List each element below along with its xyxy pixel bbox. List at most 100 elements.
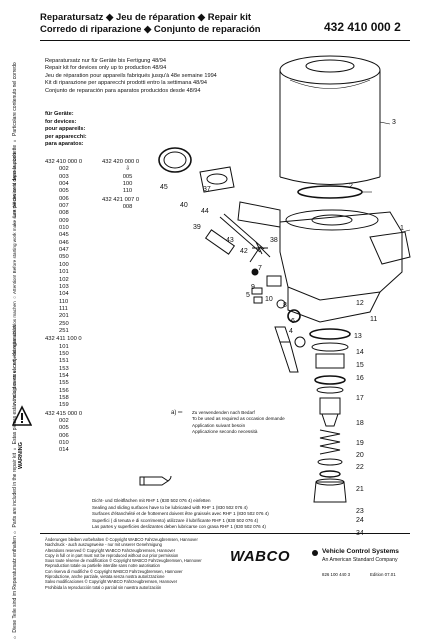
note-block: Reparatursatz nur für Geräte bis Fertigu… [45,58,217,95]
lubrication-line: Superfici ( di tenuta e di scorrimento) … [92,517,259,523]
device-number: 201 [59,313,69,320]
callout-16: 16 [356,375,364,382]
device-number: 111 [59,305,68,312]
device-number: 004 [59,181,69,188]
callout-10: 10 [265,296,273,303]
callout-40: 40 [180,202,188,209]
device-number: 102 [59,276,69,283]
devices-label-fr: pour appareils: [45,126,86,132]
copyright-line: Copy in full or in part must not be repr… [45,552,179,558]
callout-23: 23 [356,508,364,515]
callout-7: 7 [258,265,262,272]
device-number: 050 [59,254,69,261]
note-line: Jeu de réparation pour appareils fabriqu… [45,72,217,79]
device-number: 005 [59,425,69,432]
title-line-1: Reparatursatz ◆ Jeu de réparation ◆ Repa… [40,12,252,23]
callout-21: 21 [356,486,364,493]
device-number: 010 [59,440,69,447]
device-number: 005 [122,173,133,180]
callout-20: 20 [356,452,364,459]
edition: Edition 07.01 [370,572,396,577]
device-number: 014 [59,447,69,454]
device-number: 103 [59,283,69,290]
device-number: 047 [59,247,69,254]
device-number: 101 [59,269,69,276]
legend-line: Zu verwendenden nach Bedarf [192,410,255,415]
callout-2: 2 [349,183,353,190]
devices-label-es: para aparatos: [45,141,84,147]
callout-8: 8 [283,302,287,309]
device-number: 432 410 000 0 [45,159,83,165]
device-number: 110 [59,298,69,305]
logo-dot-icon [312,550,318,556]
callout-9: 9 [251,284,255,291]
legend-line: To be used as required as occasion deman… [192,416,285,422]
device-number: ⇩ [125,166,130,173]
copyright-line: Änderungen bleiben vorbehalten © Copyrig… [45,537,198,542]
devices-label-de: für Geräte: [45,111,74,117]
warning-icon [12,405,32,426]
note-line: Kit di riparazione per apparecchi prodot… [45,80,208,87]
callout-11: 11 [370,316,378,323]
callout-42: 42 [240,248,248,255]
device-number: 251 [59,327,69,334]
header-rule [40,40,410,41]
device-number: 046 [59,239,69,246]
company-subtitle: An American Standard Company [322,557,398,563]
callout-19: 19 [356,440,364,447]
callout-24: 24 [356,517,364,524]
callout-39: 39 [193,224,201,231]
copyright-line: Riproduzione, anche parziale, vietata se… [45,574,165,580]
lubrication-line: Sealing and sliding surfaces have to be … [92,504,248,510]
lubrication-line: Surfaces d'étanchéité et de frottement d… [92,511,269,516]
device-number: 150 [59,350,69,357]
callout-17: 17 [356,395,364,402]
callout-18: 18 [356,420,364,427]
legend-block: Zu verwendenden nach Bedarf To be used a… [192,410,285,436]
copyright-line: Alterations reserved © Copyright WABCO F… [45,547,176,553]
callout-1: 1 [400,225,404,232]
device-number: 432 415 000 0 [45,410,83,417]
callout-13: 13 [354,333,362,340]
note-line: Repair kit for devices only up to produc… [45,65,167,72]
device-number: 110 [122,188,133,195]
device-number: 003 [59,173,69,180]
device-number: 008 [122,204,133,211]
device-number: 010 [59,225,69,232]
legend-marker: a) ═ [171,410,183,416]
device-number: 002 [59,418,69,425]
device-number: 104 [59,291,69,298]
callout-15: 15 [356,362,364,369]
device-number: 008 [59,210,69,217]
devices-label-en: for devices: [45,118,77,125]
wabco-logo: WABCO [230,548,290,565]
callout-5: 5 [246,292,250,299]
legend-line: Application suivant besoin [192,422,246,428]
device-number: 101 [59,343,69,350]
device-number: 045 [59,232,69,239]
grease-tube-icon [139,475,172,486]
legend-line: Applicazione secondo necessità [192,429,258,435]
device-number: 153 [59,365,69,372]
device-number: 432 411 100 0 [45,336,82,343]
copyright-line: Con riserva di modifiche © Copyright WAB… [45,568,183,574]
device-number: 158 [59,395,69,401]
part-number: 432 410 000 2 [324,20,401,34]
callout-43: 43 [226,237,234,244]
copyright-line: Nachdruck - auch auszugsweise - nur mit … [45,542,162,548]
device-number: 156 [59,387,69,394]
devices-label-it: per apparecchi: [45,133,87,140]
lubrication-block: Dicht- und Gleitflächen mit RHF 1 (830 5… [92,498,269,531]
device-number: 432 421 007 0 [102,196,140,203]
device-number: 432 420 000 0 [102,159,140,165]
lubrication-line: Dicht- und Gleitflächen mit RHF 1 (830 5… [92,498,211,503]
device-number: 100 [122,181,133,188]
device-number: 100 [59,261,69,268]
callout-12: 12 [356,300,364,307]
callout-45: 45 [160,184,168,191]
callout-3: 3 [392,119,396,126]
device-number: 155 [59,380,69,387]
title-line-2: Corredo di riparazione ◆ Conjunto de rep… [40,24,261,35]
